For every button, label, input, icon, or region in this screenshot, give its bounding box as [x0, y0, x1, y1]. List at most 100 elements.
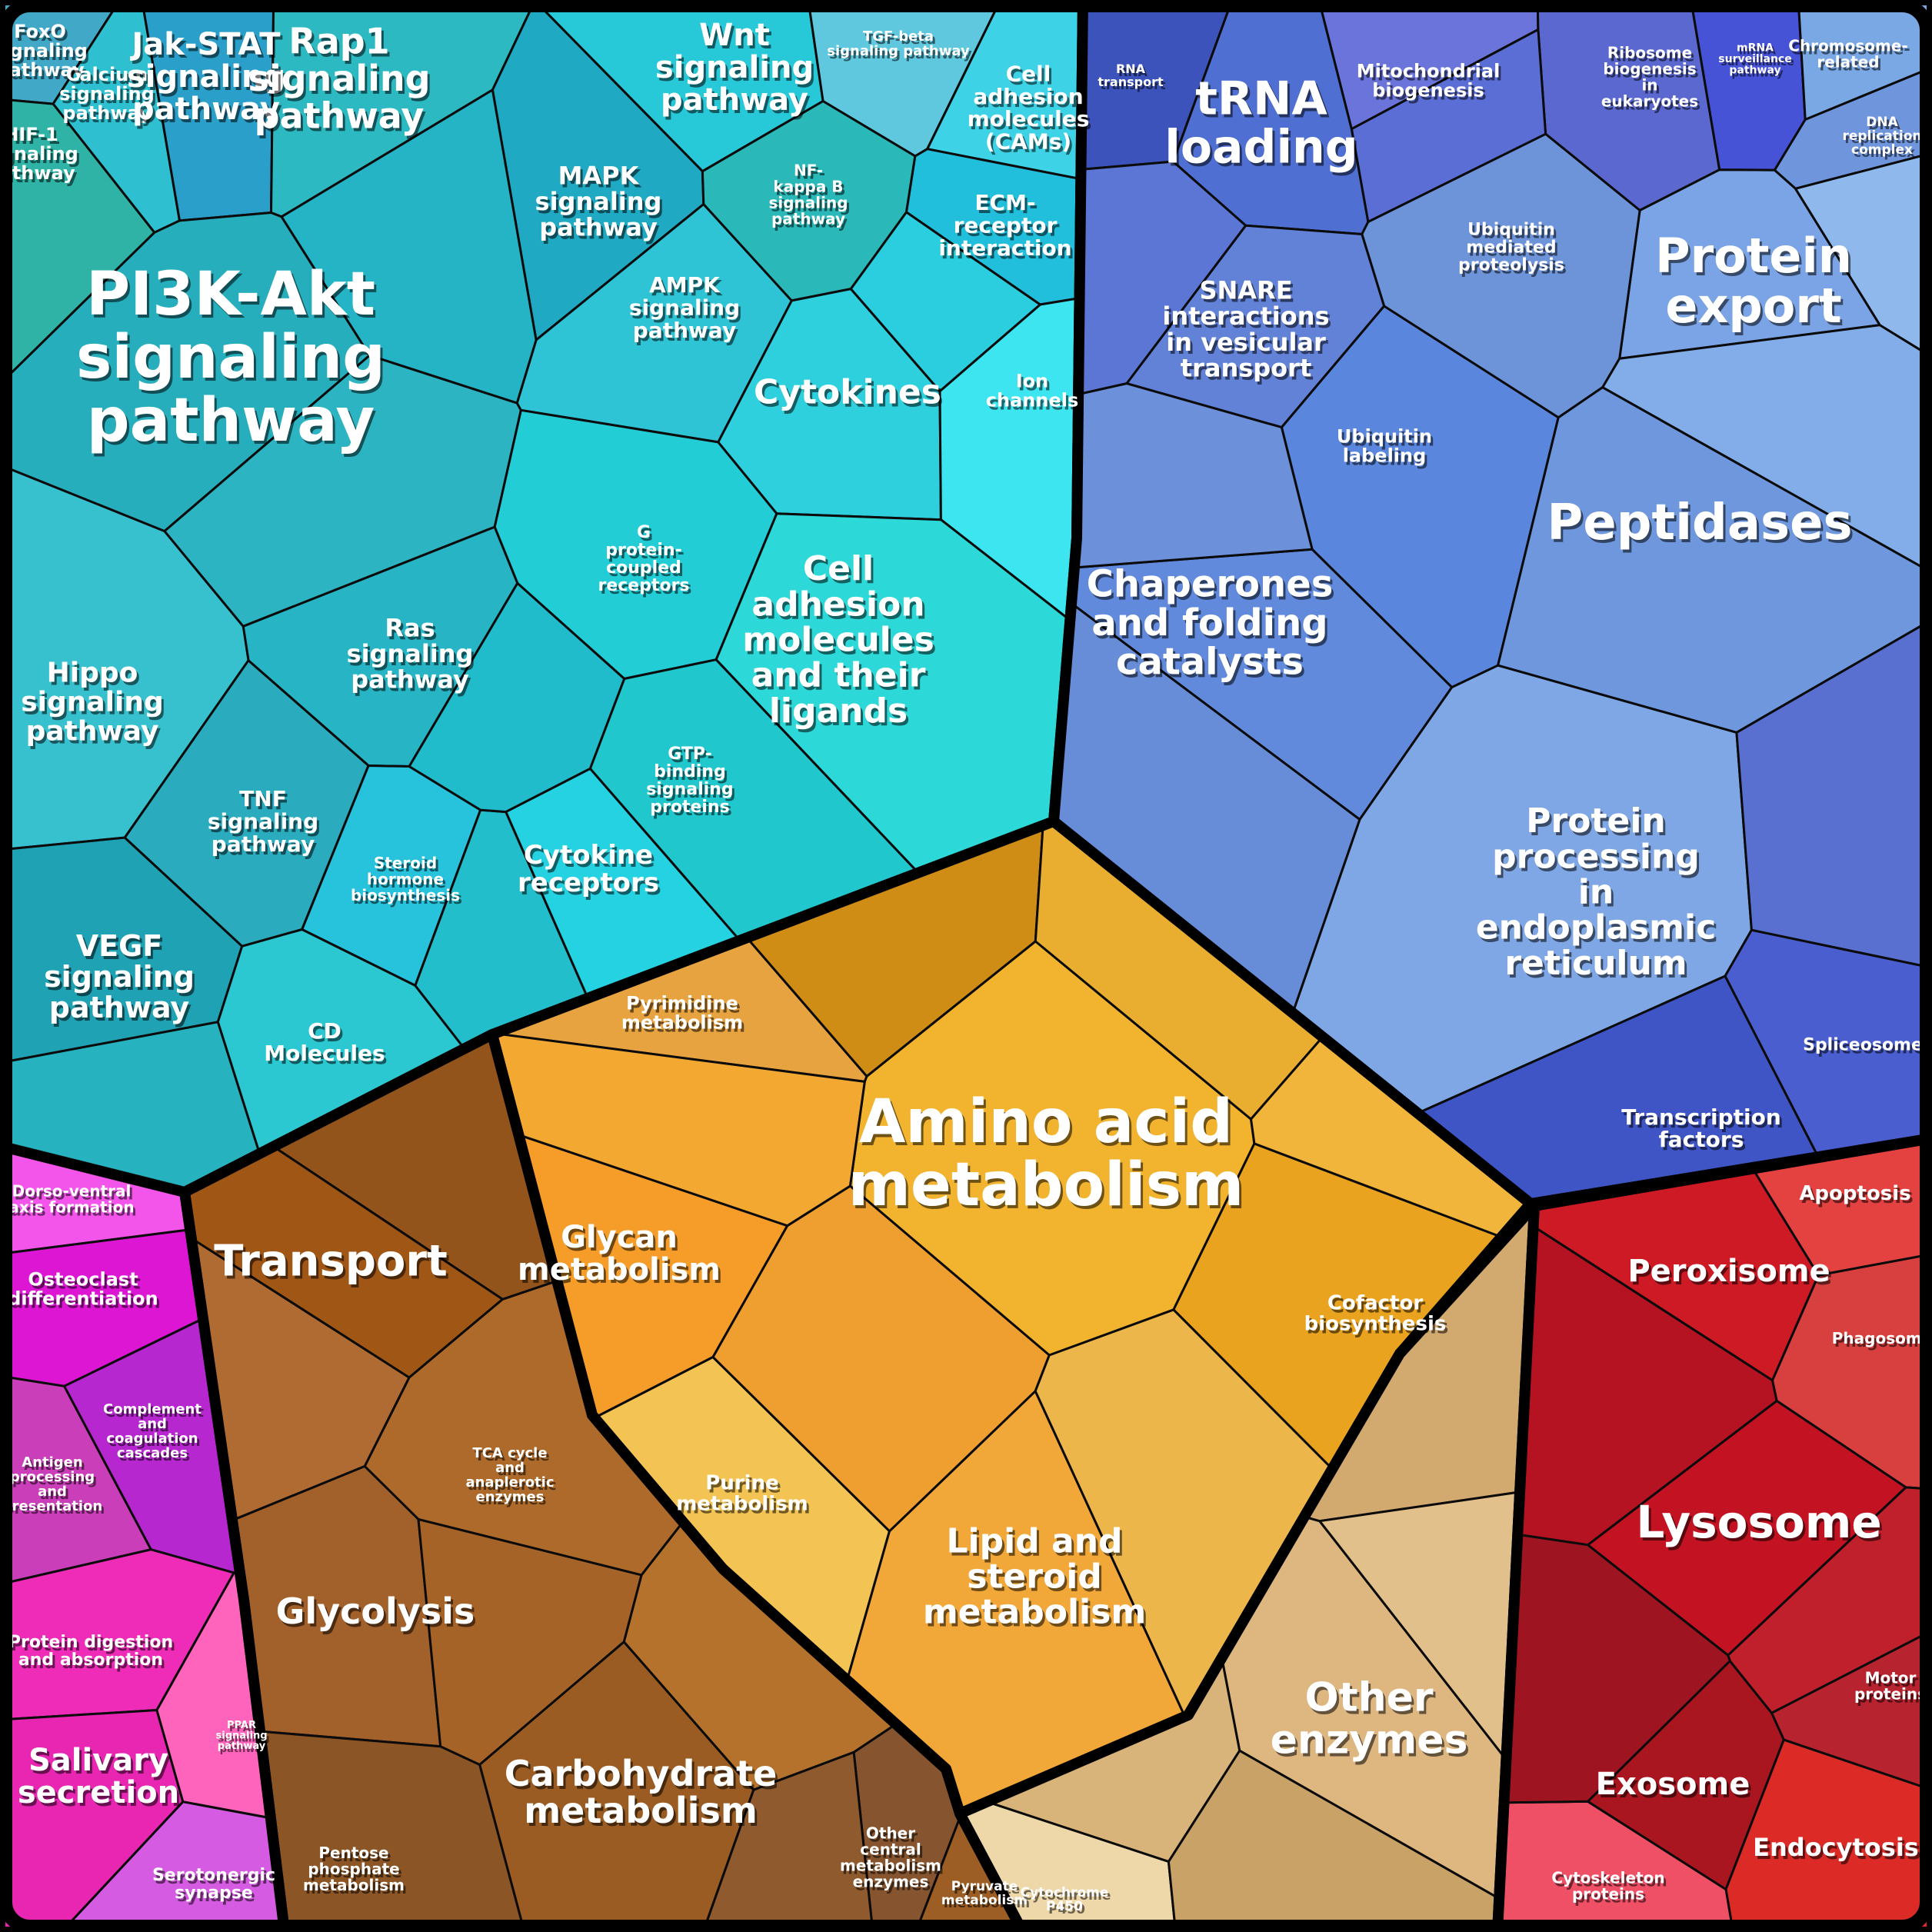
treemap-label-line: and absorption: [21, 1654, 165, 1673]
treemap-label-line: steroid: [969, 1561, 1104, 1600]
treemap-label-line: ligands: [771, 695, 910, 734]
treemap-label-line: pathway: [255, 95, 425, 136]
treemap-label-steroid-hormone-biosynthesis: SteroidhormonebiosynthesisSteroidhormone…: [351, 854, 462, 908]
treemap-label-line: enzymes: [478, 1492, 547, 1508]
treemap-label-line: Cytochrome: [1023, 1888, 1111, 1904]
treemap-label-line: signaling: [771, 197, 850, 215]
treemap-label-line: Motor: [1867, 1672, 1919, 1690]
treemap-label-line: signaling: [44, 960, 195, 994]
region-cellular-processes: [1492, 1133, 1932, 1932]
treemap-label-line: signaling: [248, 58, 430, 99]
treemap-label-line: Ras: [385, 613, 435, 642]
treemap-label-line: Lipid and: [948, 1524, 1124, 1564]
treemap-label-line: receptors: [518, 868, 659, 898]
treemap-label-line: synapse: [175, 1884, 253, 1903]
treemap-label-line: presentation: [2, 1498, 102, 1514]
treemap-label-line: biogenesis: [1603, 60, 1696, 78]
treemap-label-line: Other: [866, 1824, 915, 1843]
treemap-label-line: PI3K-Akt: [88, 263, 378, 332]
treemap-label-line: secretion: [18, 1775, 179, 1810]
treemap-label-line: coupled: [606, 558, 681, 578]
treemap-label-line: in: [1644, 79, 1660, 98]
treemap-label-line: Purine: [705, 1471, 778, 1494]
treemap-label-line: pathway: [214, 834, 317, 860]
treemap-label-line: Cytokine: [524, 840, 653, 871]
treemap-cell-pentose-phosphate-metabolism: [258, 1730, 526, 1932]
treemap-label-line: TNF: [242, 789, 289, 814]
region-immune-and-secretion-pathways: [0, 1141, 290, 1932]
treemap-label-line: molecules: [970, 109, 1092, 135]
treemap-label-line: protein-: [605, 541, 681, 560]
treemap-label-line: Amino acid: [859, 1088, 1233, 1157]
treemap-label-line: Transcription: [1624, 1108, 1784, 1133]
treemap-label-line: Molecules: [264, 1041, 385, 1066]
treemap-label-line: Peroxisome: [1627, 1254, 1830, 1289]
treemap-label-line: signaling: [0, 146, 81, 168]
treemap-label-line: Protein digestion: [11, 1636, 175, 1655]
treemap-label-line: and: [138, 1416, 167, 1432]
treemap-label-line: pathway: [351, 665, 469, 695]
treemap-label-line: metabolism: [851, 1154, 1247, 1223]
treemap-label-line: ECM-: [977, 193, 1038, 218]
treemap-label-line: Purine: [708, 1474, 781, 1497]
treemap-label-line: signaling: [76, 323, 385, 392]
treemap-label-pentose-phosphate-metabolism: PentosephosphatemetabolismPentosephospha…: [303, 1844, 407, 1897]
treemap-label-line: molecules: [968, 106, 1090, 132]
treemap-label-line: signaling: [646, 780, 733, 799]
treemap-label-line: Cell: [803, 549, 874, 588]
treemap-label-line: pathway: [353, 668, 471, 698]
treemap-label-line: signaling: [0, 40, 88, 62]
treemap-label-line: molecules: [742, 621, 934, 660]
treemap-label-line: Mitochondrial: [1359, 63, 1503, 85]
treemap-label-line: Endocytosis: [1755, 1836, 1921, 1865]
treemap-label-line: central: [862, 1844, 923, 1862]
treemap-label-line: pathway: [89, 389, 377, 458]
treemap-label-antigen-processing-and-presentation: AntigenprocessingandpresentationAntigenp…: [2, 1454, 105, 1517]
treemap-label-mrna-surveillance-pathway: mRNAsurveillancepathwaymRNAsurveillancep…: [1718, 42, 1794, 79]
treemap-label-line: secretion: [20, 1778, 182, 1814]
treemap-label-line: processing: [12, 1472, 97, 1488]
treemap-label-line: proteins: [650, 798, 729, 817]
treemap-label-line: Ras: [387, 616, 437, 645]
treemap-label-line: pathway: [87, 386, 375, 455]
treemap-label-line: pathway: [62, 102, 152, 124]
treemap-label-line: reticulum: [1504, 944, 1687, 983]
treemap-label-line: transport: [1183, 356, 1314, 385]
treemap-label-line: Protein: [1526, 801, 1665, 841]
treemap-label-line: Rap1: [288, 21, 389, 62]
treemap-label-line: in vesicular: [1166, 328, 1326, 357]
treemap-label-line: signaling: [78, 326, 388, 395]
treemap-label-protein-processing-in-endoplasmic-reticulum: ProteinprocessinginendoplasmicreticulumP…: [1476, 801, 1718, 986]
treemap-label-line: endoplasmic: [1476, 908, 1716, 948]
treemap-label-line: and: [40, 1487, 69, 1503]
treemap-label-line: signaling: [23, 690, 166, 721]
treemap-label-line: Pyrimidine: [628, 995, 741, 1017]
region-outline-other-enzymes: [954, 1201, 1540, 1932]
treemap-label-line: Carbohydrate: [507, 1756, 780, 1797]
region-signaling-pathways: [0, 0, 1088, 1198]
treemap-label-line: steroid: [967, 1557, 1102, 1597]
treemap-cell-unlabeled-30: [163, 354, 522, 628]
treemap-label-line: hormone: [367, 870, 444, 888]
treemap-label-line: Cytokine: [526, 843, 655, 874]
treemap-label-line: mediated: [1468, 242, 1558, 261]
treemap-label-line: pathway: [633, 318, 736, 343]
treemap-label-line: Osteoclast: [28, 1268, 138, 1290]
treemap-label-line: enzymes: [855, 1876, 931, 1894]
treemap-label-line: and folding: [1091, 601, 1327, 645]
treemap-label-line: reticulum: [1507, 947, 1689, 986]
